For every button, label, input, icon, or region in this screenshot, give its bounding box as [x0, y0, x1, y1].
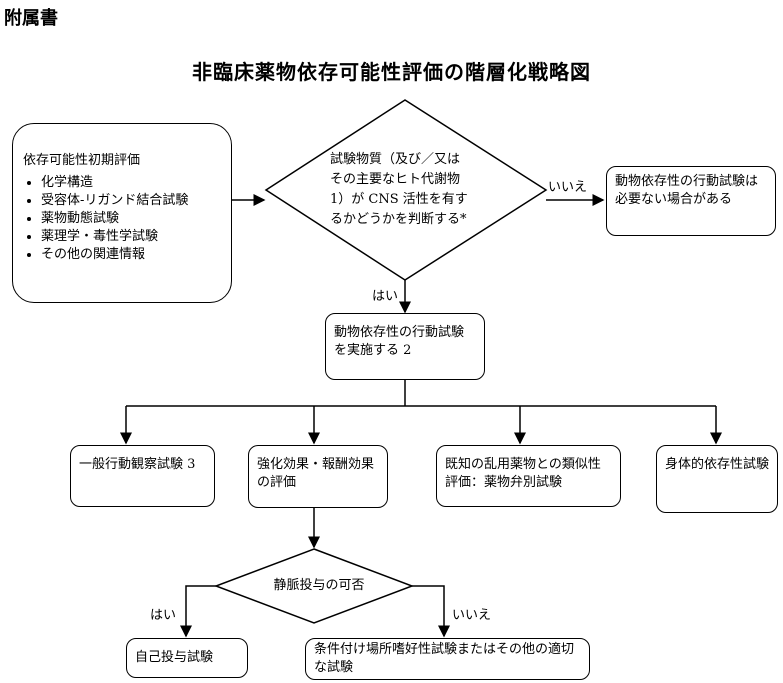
iv-decision-text: 静脈投与の可否	[273, 578, 365, 593]
discrimination-text: 既知の乱用薬物との類似性評価：薬物弁別試験	[445, 457, 601, 490]
place-preference-text: 条件付け場所嗜好性試験またはその他の適切な試験	[314, 642, 575, 675]
cns-decision-line: 試験物質（及び／又は	[330, 152, 461, 167]
yes-label-iv: はい	[150, 608, 177, 623]
initial-evaluation-list: 化学構造 受容体-リガンド結合試験 薬物動態試験 薬理学・毒性学試験 その他の関…	[23, 174, 223, 264]
general-behavior-text: 一般行動観察試験 3	[79, 457, 196, 472]
no-label-cns: いいえ	[548, 180, 588, 195]
attachment-label: 附属書	[4, 8, 58, 29]
list-item: 受容体-リガンド結合試験	[41, 192, 223, 210]
behavior-test-box: 動物依存性の行動試験を実施する 2	[325, 313, 485, 380]
cns-decision-line: 1）が CNS 活性を有す	[330, 192, 468, 207]
list-item: 化学構造	[41, 174, 223, 192]
not-needed-text: 動物依存性の行動試験は必要ない場合がある	[615, 174, 759, 207]
list-item: 薬物動態試験	[41, 210, 223, 228]
general-behavior-box: 一般行動観察試験 3	[70, 445, 215, 507]
no-label-iv: いいえ	[452, 608, 492, 623]
yes-label-cns: はい	[372, 289, 399, 304]
initial-evaluation-box: 依存可能性初期評価 化学構造 受容体-リガンド結合試験 薬物動態試験 薬理学・毒…	[12, 123, 232, 303]
physical-dependence-box: 身体的依存性試験	[656, 445, 778, 513]
reinforcement-box: 強化効果・報酬効果の評価	[248, 445, 388, 508]
physical-dependence-text: 身体的依存性試験	[665, 457, 770, 472]
list-item: その他の関連情報	[41, 246, 223, 264]
place-preference-box: 条件付け場所嗜好性試験またはその他の適切な試験	[305, 638, 590, 680]
behavior-test-text: 動物依存性の行動試験を実施する 2	[334, 325, 465, 358]
arrow-iv-no	[412, 585, 450, 638]
cns-decision-line: その主要なヒト代謝物	[330, 172, 461, 187]
reinforcement-text: 強化効果・報酬効果の評価	[257, 457, 375, 490]
discrimination-box: 既知の乱用薬物との類似性評価：薬物弁別試験	[436, 445, 621, 507]
cns-decision-text: 試験物質（及び／又は その主要なヒト代謝物 1）が CNS 活性を有す るかどう…	[330, 150, 490, 230]
cns-decision-line: るかどうかを判断する*	[330, 212, 467, 227]
arrow-iv-yes	[180, 585, 216, 638]
not-needed-box: 動物依存性の行動試験は必要ない場合がある	[606, 166, 776, 236]
diagram-title: 非臨床薬物依存可能性評価の階層化戦略図	[192, 60, 591, 84]
self-administration-box: 自己投与試験	[126, 638, 248, 678]
list-item: 薬理学・毒性学試験	[41, 228, 223, 246]
initial-evaluation-heading: 依存可能性初期評価	[23, 153, 141, 168]
self-administration-text: 自己投与試験	[135, 650, 214, 665]
iv-decision-diamond	[213, 548, 415, 624]
